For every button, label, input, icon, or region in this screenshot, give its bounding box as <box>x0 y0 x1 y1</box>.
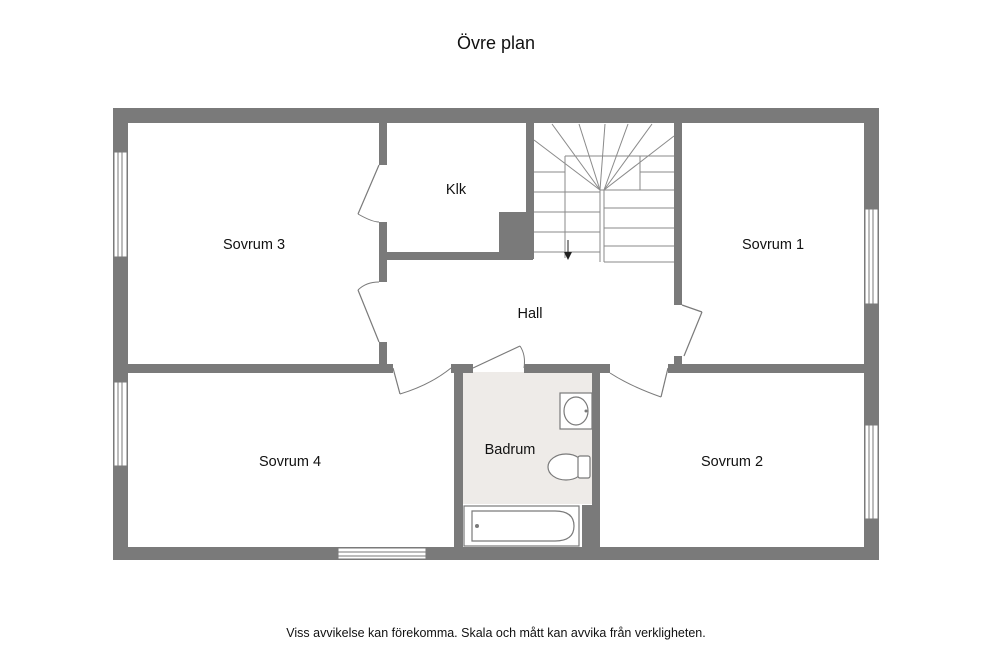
door-sovrum3-klk <box>357 164 380 223</box>
room-label-klk: Klk <box>446 182 467 198</box>
room-label-hall: Hall <box>518 306 543 322</box>
plan-title: Övre plan <box>456 33 536 53</box>
bathtub-icon <box>463 505 580 547</box>
window-left-lower <box>113 381 128 467</box>
room-label-sovrum4: Sovrum 4 <box>259 454 321 470</box>
window-left-upper <box>113 151 128 258</box>
bathroom-floor <box>462 372 592 504</box>
window-right-upper <box>864 208 879 305</box>
stair-arrow-icon <box>564 240 572 260</box>
room-label-sovrum1: Sovrum 1 <box>742 237 804 253</box>
room-label-sovrum2: Sovrum 2 <box>701 454 763 470</box>
window-right-lower <box>864 424 879 520</box>
door-sovrum1 <box>681 304 703 357</box>
sink-icon <box>559 392 593 430</box>
room-label-badrum: Badrum <box>485 442 536 458</box>
door-sovrum2 <box>609 367 669 398</box>
disclaimer-text: Viss avvikelse kan förekomma. Skala och … <box>286 626 706 640</box>
staircase <box>533 123 675 263</box>
window-bottom <box>337 547 427 560</box>
room-label-sovrum3: Sovrum 3 <box>223 237 285 253</box>
interior-walls <box>128 123 864 547</box>
door-sovrum4 <box>392 367 452 395</box>
toilet-icon <box>547 453 591 481</box>
door-sovrum3-hall <box>357 281 380 343</box>
door-badrum <box>472 345 525 369</box>
